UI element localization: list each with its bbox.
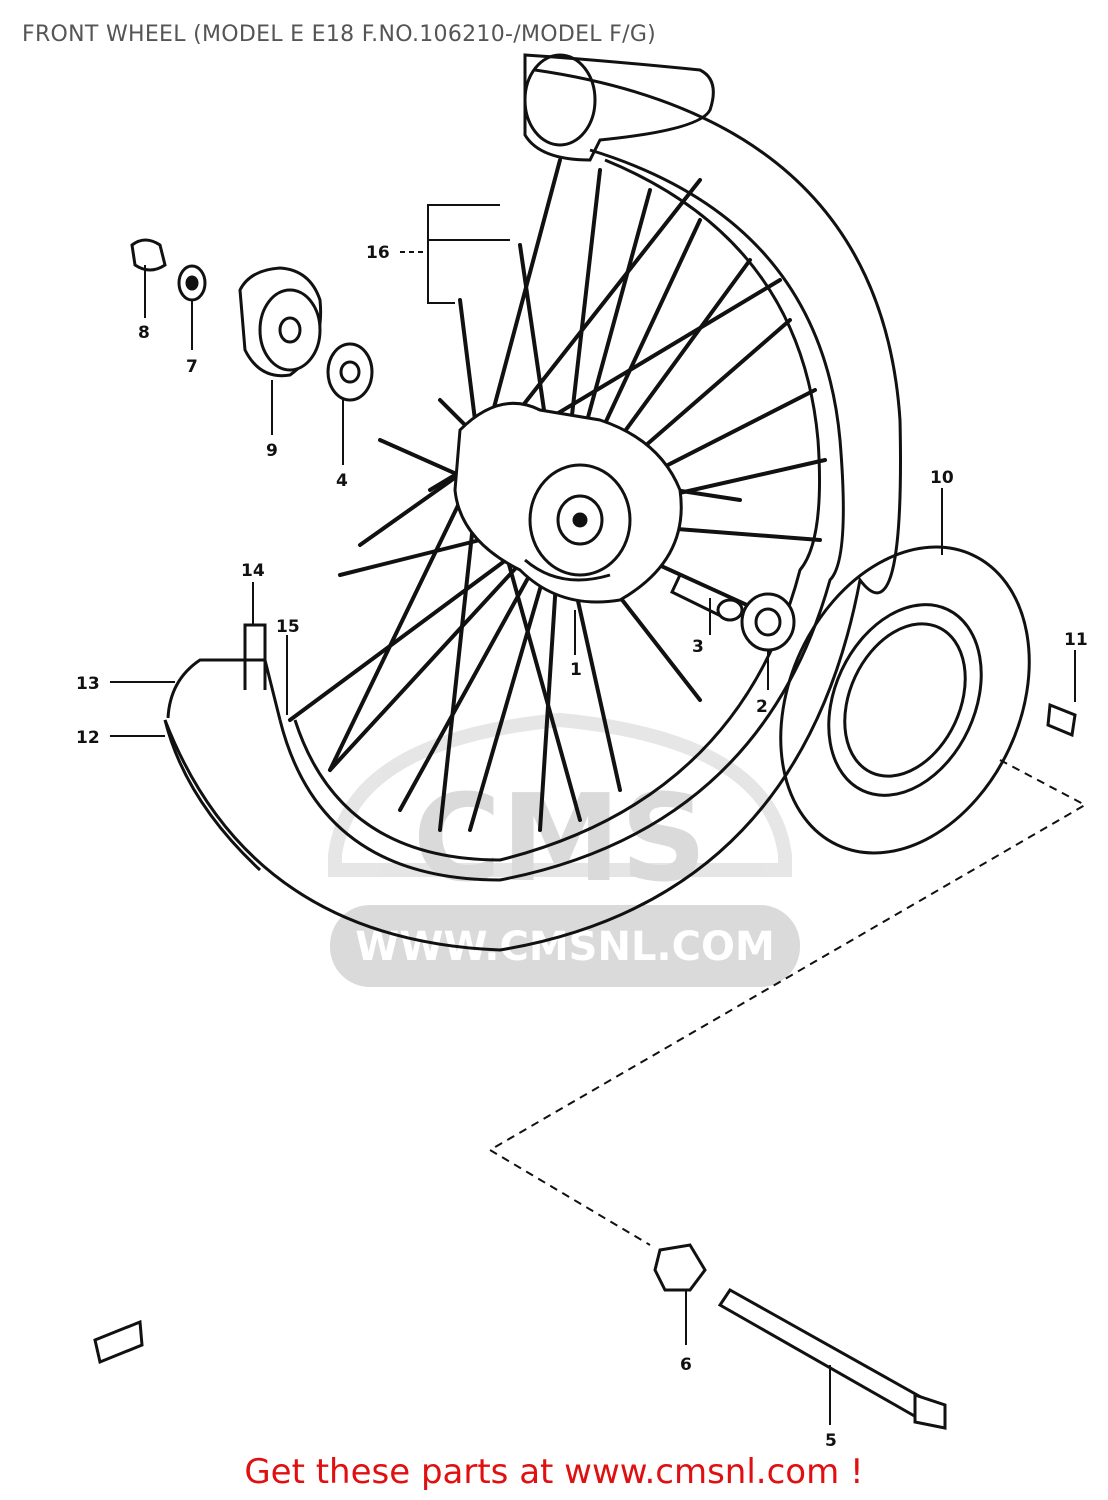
part-label-13: 13 bbox=[76, 674, 100, 694]
part-label-6: 6 bbox=[680, 1355, 692, 1375]
small-parts-drawing bbox=[130, 238, 374, 402]
spoke-set-bracket bbox=[400, 204, 510, 304]
part-label-10: 10 bbox=[930, 468, 954, 488]
assembly-lines bbox=[488, 759, 1088, 1246]
brake-disc-drawing bbox=[779, 545, 1031, 855]
part-label-11: 11 bbox=[1064, 630, 1088, 650]
part-labels: 1 2 3 4 5 6 7 8 9 10 11 12 13 14 15 16 bbox=[76, 243, 1088, 1451]
leader-lines bbox=[110, 265, 1076, 1425]
part-label-9: 9 bbox=[266, 441, 278, 461]
part-label-4: 4 bbox=[336, 471, 348, 491]
front-direction-marker bbox=[93, 1319, 144, 1365]
watermark: CMS WWW.CMSNL.COM bbox=[328, 712, 800, 987]
part-label-8: 8 bbox=[138, 323, 150, 343]
part-label-12: 12 bbox=[76, 728, 100, 748]
part-label-5: 5 bbox=[825, 1431, 837, 1451]
disc-bolt-drawing bbox=[1046, 702, 1077, 738]
spacer-bearing-drawing bbox=[670, 573, 796, 652]
page-title: FRONT WHEEL (MODEL E E18 F.NO.106210-/MO… bbox=[22, 22, 657, 47]
part-label-1: 1 bbox=[570, 660, 582, 680]
watermark-logo: CMS bbox=[413, 770, 707, 909]
part-label-2: 2 bbox=[756, 697, 768, 717]
axle-nut-drawing bbox=[653, 1243, 947, 1430]
part-label-15: 15 bbox=[276, 617, 300, 637]
watermark-url: WWW.CMSNL.COM bbox=[355, 924, 775, 970]
part-label-7: 7 bbox=[186, 357, 198, 377]
spokes bbox=[288, 158, 827, 832]
footer-link[interactable]: Get these parts at www.cmsnl.com ! bbox=[244, 1452, 864, 1492]
part-label-14: 14 bbox=[241, 561, 265, 581]
part-label-16: 16 bbox=[366, 243, 390, 263]
part-label-3: 3 bbox=[692, 637, 704, 657]
hub-drawing bbox=[453, 401, 683, 604]
